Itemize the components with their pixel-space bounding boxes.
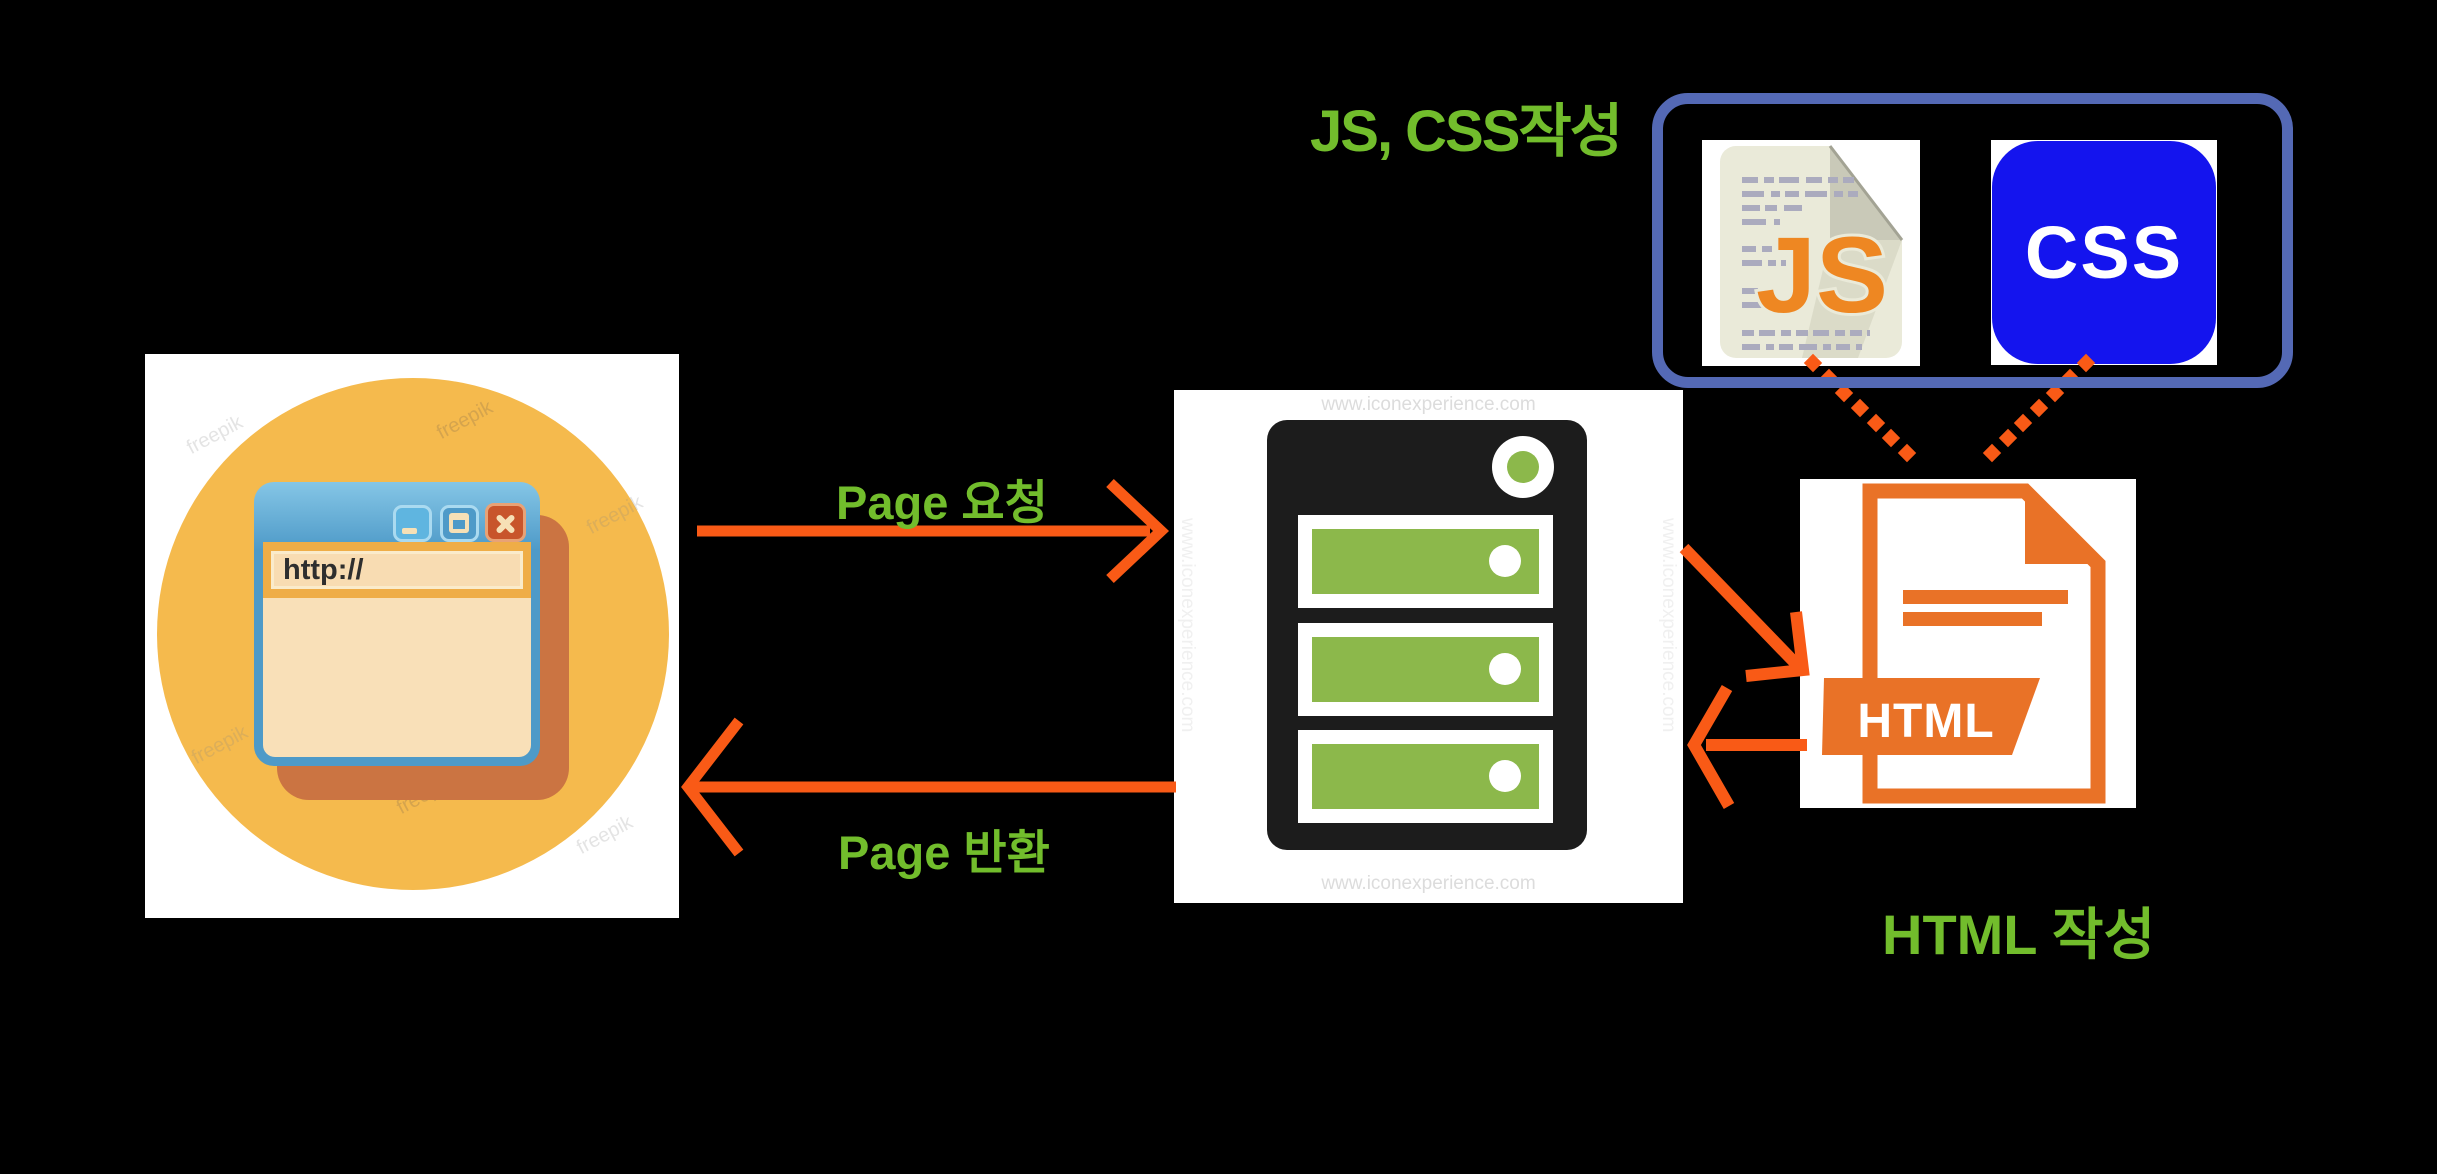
url-bar: http:// [271, 551, 523, 589]
js-label-text: JS [1756, 214, 1888, 335]
js-file-node: JS [1702, 140, 1920, 366]
server-drive-bay [1298, 623, 1553, 716]
browser-node: freepik freepik freepik freepik freepik … [145, 354, 679, 918]
page-fold-corner [2025, 491, 2098, 564]
html-banner-text: HTML [1857, 695, 1994, 748]
code-text-lines [1742, 177, 1870, 350]
browser-window-icon: http:// [254, 482, 540, 766]
css-file-node: CSS [1991, 140, 2217, 365]
js-css-note-label: JS, CSS작성 [1310, 99, 1623, 164]
html-banner [1822, 678, 2040, 755]
server-drive-bay [1298, 730, 1553, 823]
css-file-icon: CSS [1992, 141, 2216, 364]
page-request-label: Page 요청 [836, 476, 1048, 529]
maximize-glyph [449, 513, 469, 533]
minimize-button-icon [393, 505, 432, 542]
js-file-icon: JS [1720, 145, 1904, 358]
jscss-group-outline [1652, 93, 2293, 388]
minimize-glyph [402, 528, 417, 534]
url-text: http:// [283, 553, 364, 586]
page-return-label: Page 반환 [838, 826, 1050, 879]
text-line [1903, 590, 2068, 604]
url-bar-strip: http:// [263, 542, 531, 598]
close-button-icon [485, 503, 526, 542]
server-node: www.iconexperience.com www.iconexperienc… [1174, 390, 1683, 903]
browser-content-area [263, 598, 531, 757]
maximize-button-icon [440, 505, 479, 542]
css-label-text: CSS [2024, 211, 2184, 294]
server-drive-bay [1298, 515, 1553, 608]
server-icon [1267, 420, 1587, 850]
html-to-server-arrow [1687, 684, 1807, 809]
html-note-label: HTML 작성 [1882, 903, 2156, 966]
text-line [1903, 612, 2042, 626]
html-file-node: HTML [1800, 479, 2136, 808]
html-file-icon: HTML [1822, 483, 2106, 804]
server-to-html-arrow [1679, 543, 1810, 682]
